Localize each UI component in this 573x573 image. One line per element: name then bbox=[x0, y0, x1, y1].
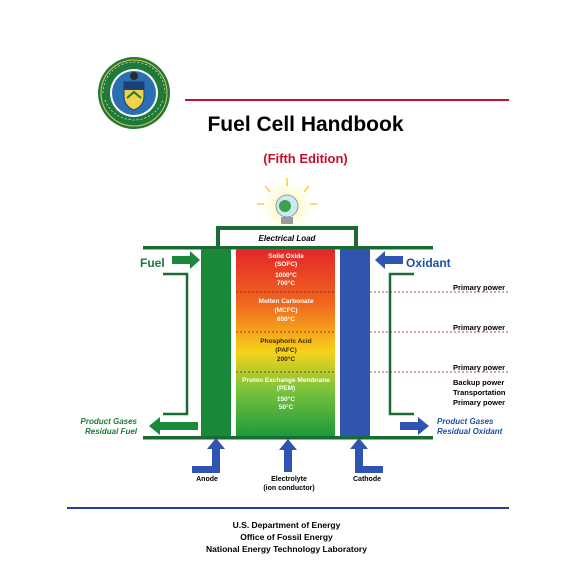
footer-rule bbox=[67, 507, 509, 509]
anode-arrow-icon bbox=[192, 438, 225, 473]
electrolyte-layer bbox=[236, 249, 335, 436]
product-gases-left-2: Residual Fuel bbox=[85, 427, 138, 436]
anode-label: Anode bbox=[196, 476, 218, 483]
electrolyte-label-1: Electrolyte bbox=[271, 476, 307, 483]
application-6: Primary power bbox=[453, 398, 505, 407]
application-4: Backup power bbox=[453, 378, 504, 387]
cell-mcfc-line-1: Molten Carbonate bbox=[259, 298, 314, 305]
cathode-label: Cathode bbox=[353, 476, 381, 483]
cell-sofc-line-3: 1000°C bbox=[275, 271, 297, 279]
cathode-layer bbox=[340, 249, 370, 436]
product-gases-right-2: Residual Oxidant bbox=[437, 427, 503, 436]
cell-mcfc-line-2: (MCFC) bbox=[274, 307, 297, 314]
product-left-arrow-icon bbox=[149, 417, 198, 435]
cell-pem-line-4: 50°C bbox=[279, 403, 294, 411]
application-2: Primary power bbox=[453, 323, 505, 332]
cell-pem-line-2: (PEM) bbox=[277, 385, 295, 392]
title-rule bbox=[185, 99, 509, 101]
cell-mcfc-line-3: 650°C bbox=[277, 315, 295, 323]
product-gases-left-1: Product Gases bbox=[81, 417, 138, 426]
electrical-load-label: Electrical Load bbox=[259, 234, 317, 243]
oxidant-label: Oxidant bbox=[406, 256, 451, 270]
application-3: Primary power bbox=[453, 363, 505, 372]
anode-layer bbox=[201, 249, 231, 436]
oxidant-arrow-icon bbox=[375, 251, 403, 269]
application-5: Transportation bbox=[453, 388, 506, 397]
footer-line-3: National Energy Technology Laboratory bbox=[206, 544, 367, 554]
cell-pem-line-1: Proton Exchange Membrane bbox=[242, 377, 330, 384]
footer-line-2: Office of Fossil Energy bbox=[240, 532, 333, 542]
cathode-arrow-icon bbox=[350, 438, 383, 473]
fuel-label: Fuel bbox=[140, 256, 165, 270]
light-bulb-icon bbox=[257, 178, 317, 232]
product-right-arrow-icon bbox=[400, 417, 429, 435]
document-title: Fuel Cell Handbook bbox=[207, 113, 404, 136]
edition-label: (Fifth Edition) bbox=[263, 151, 348, 166]
fuel-cell-diagram: Electrical Load Solid Oxide (SOFC) 1000°… bbox=[81, 178, 509, 492]
footer-line-1: U.S. Department of Energy bbox=[232, 520, 341, 530]
cell-sofc-line-1: Solid Oxide bbox=[268, 253, 304, 260]
cell-sofc-line-2: (SOFC) bbox=[275, 261, 297, 268]
footer: U.S. Department of Energy Office of Foss… bbox=[0, 519, 573, 555]
cell-pem-line-3: 150°C bbox=[277, 395, 295, 403]
fuel-arrow-icon bbox=[172, 251, 200, 269]
electrolyte-arrow-icon bbox=[279, 439, 297, 472]
cell-pafc-line-2: (PAFC) bbox=[275, 347, 297, 354]
application-1: Primary power bbox=[453, 283, 505, 292]
cell-sofc-line-4: 700°C bbox=[277, 279, 295, 287]
electrolyte-label-2: (ion conductor) bbox=[263, 485, 314, 492]
cell-pafc-line-3: 200°C bbox=[277, 355, 295, 363]
cell-pafc-line-1: Phosphoric Acid bbox=[260, 338, 311, 345]
doe-seal-logo bbox=[98, 57, 170, 129]
product-gases-right-1: Product Gases bbox=[437, 417, 494, 426]
